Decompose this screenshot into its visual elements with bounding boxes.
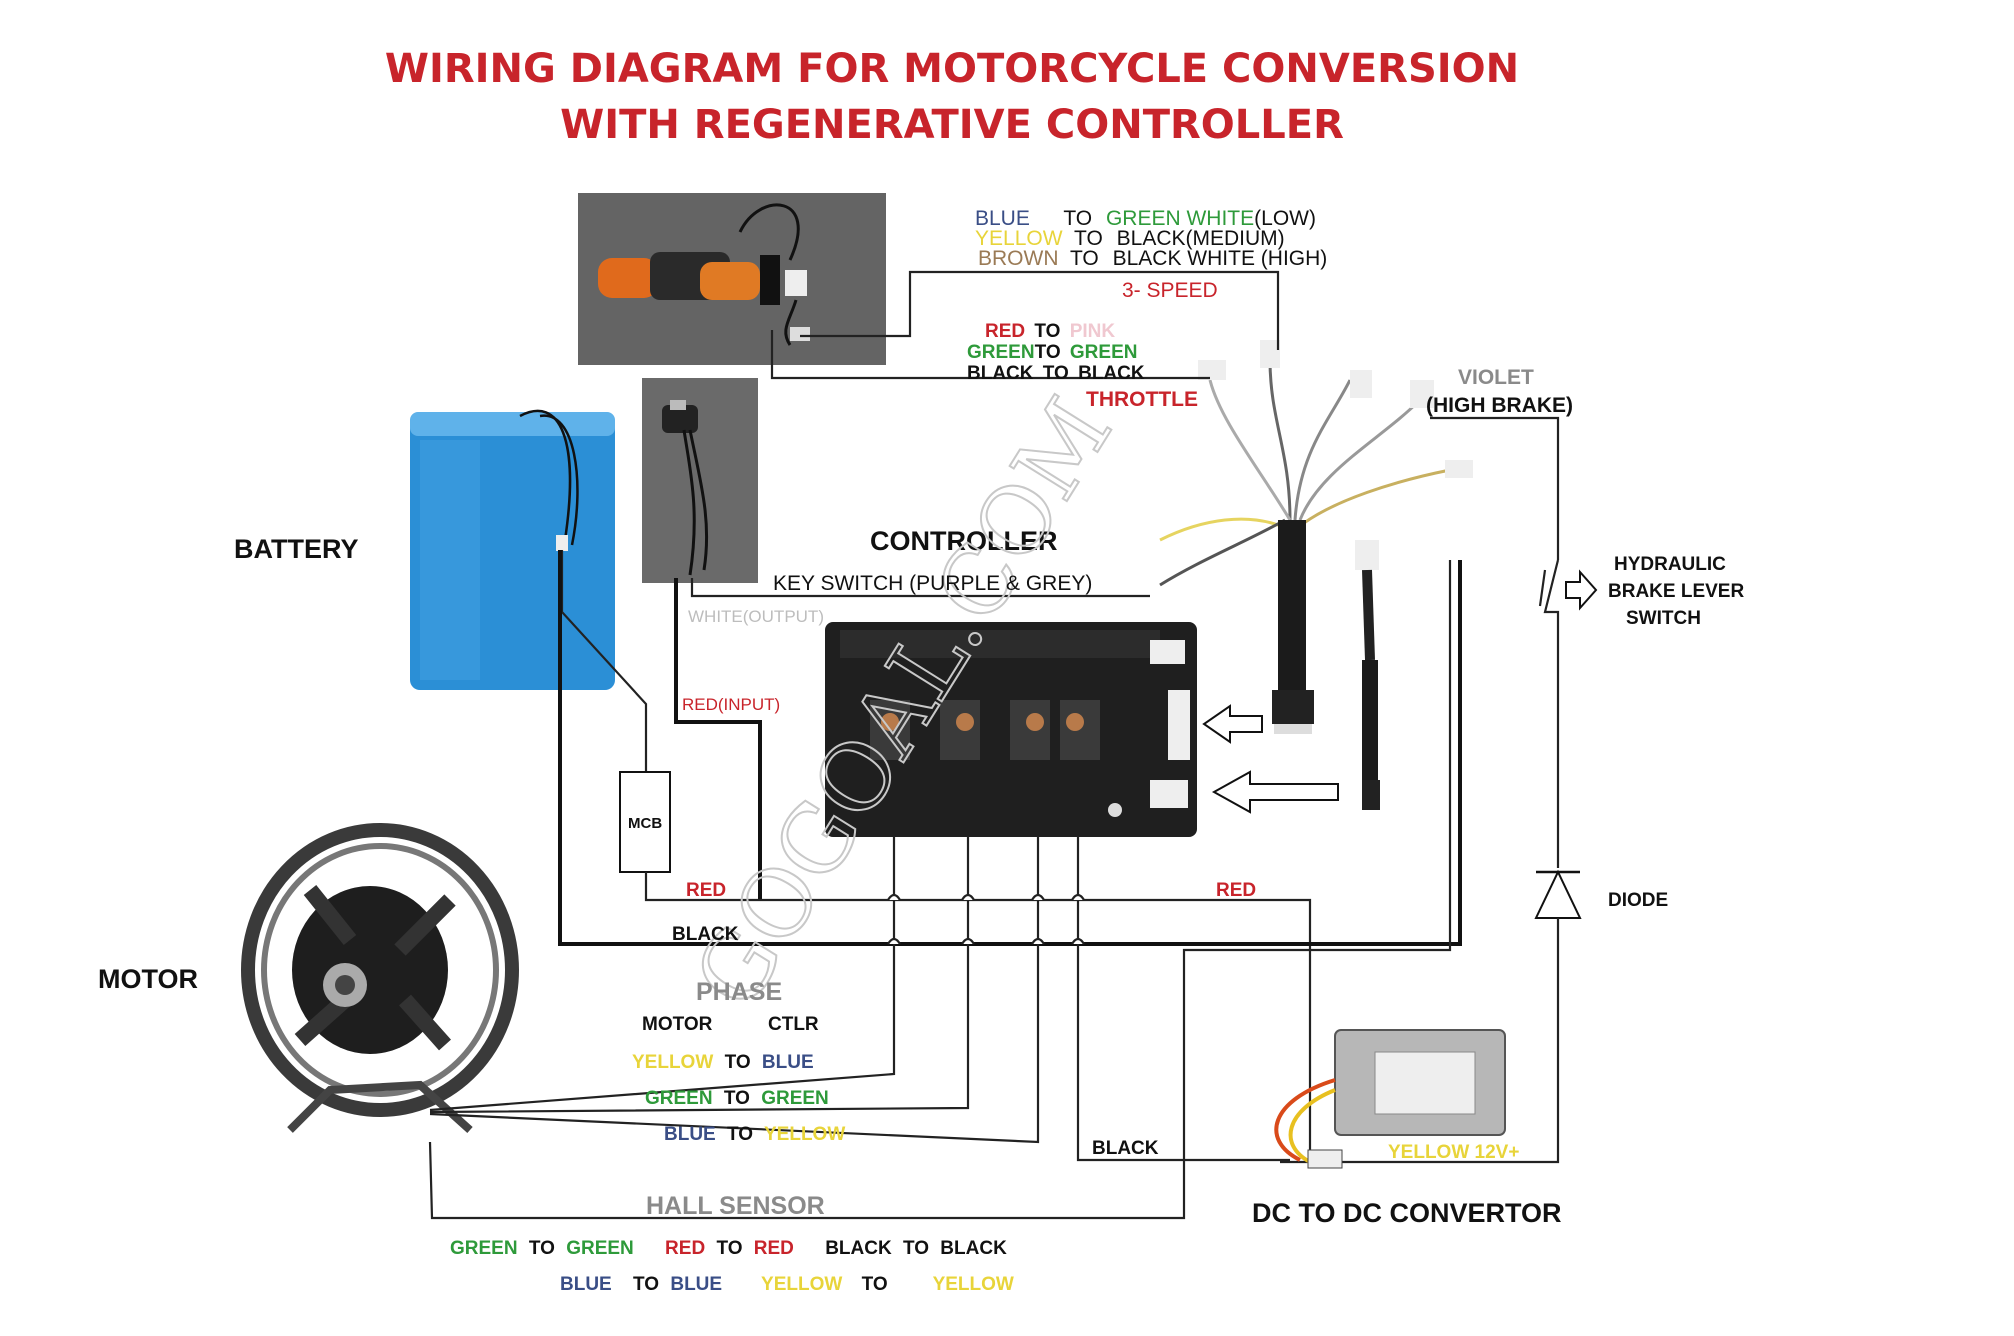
hall-heading: HALL SENSOR [646,1192,825,1220]
diagram-title-line-2: WITH REGENERATIVE CONTROLLER [560,102,1344,148]
white-output-label: WHITE(OUTPUT) [688,607,824,626]
key-switch-photo [642,378,758,583]
throttle-label: THROTTLE [1086,388,1198,411]
wire-harness [1159,340,1473,810]
black-wire-label: BLACK [672,924,739,945]
red-input-label: RED(INPUT) [682,695,780,714]
key-switch-label: KEY SWITCH (PURPLE & GREY) [773,572,1092,595]
controller-box [825,622,1197,837]
phase-row-1: YELLOW TO BLUE [632,1052,814,1073]
throttle-map-green: GREENTO GREEN [967,342,1137,363]
diode-symbol [1534,869,1582,919]
speed-row-medium: YELLOW TO BLACK(MEDIUM) [975,227,1285,250]
three-speed-label: 3- SPEED [1122,279,1218,302]
phase-col-ctlr: CTLR [768,1014,819,1035]
speed-low-from: BLUE [975,207,1030,230]
red-wire-label-left: RED [686,880,726,901]
black-wire-label-bottom: BLACK [1092,1138,1159,1159]
throttle-map-red: RED TO PINK [985,321,1115,342]
hub-motor [241,823,519,1133]
arrow-icon [1202,704,1263,744]
battery-label: BATTERY [234,534,359,564]
dc-convertor-box [1274,1029,1506,1169]
wiring-lines [428,270,1582,1220]
mcb-label: MCB [628,815,662,832]
high-brake-label: (HIGH BRAKE) [1426,394,1573,417]
arrow-right-icon [1565,569,1598,611]
dc-convertor-label: DC TO DC CONVERTOR [1252,1198,1562,1228]
battery-pack [410,409,615,690]
speed-row-low: BLUE TO GREEN WHITE(LOW) [975,207,1316,230]
mcb-box [619,771,671,873]
hydraulic-label-2: BRAKE LEVER [1608,581,1744,602]
arrow-icon [1211,770,1339,814]
violet-label: VIOLET [1458,366,1534,389]
hydraulic-label-1: HYDRAULIC [1614,554,1726,575]
hydraulic-label-3: SWITCH [1626,608,1701,629]
phase-row-2: GREEN TO GREEN [645,1088,829,1109]
motor-label: MOTOR [98,964,198,994]
yellow-12v-label: YELLOW 12V+ [1388,1142,1519,1163]
diagram-title-line-1: WIRING DIAGRAM FOR MOTORCYCLE CONVERSION [385,46,1519,92]
controller-label: CONTROLLER [870,526,1057,556]
throttle-map-black: BLACK TO BLACK [967,363,1145,384]
hall-row-1: GREEN TO GREEN RED TO RED BLACK TO BLACK [450,1238,1007,1259]
hall-row-2: BLUE TO BLUE YELLOW TO YELLOW [560,1274,1014,1295]
phase-heading: PHASE [696,978,782,1006]
speed-row-high: BROWN TO BLACK WHITE (HIGH) [978,247,1327,270]
red-wire-label-right: RED [1216,880,1256,901]
diode-label: DIODE [1608,890,1668,911]
phase-col-motor: MOTOR [642,1014,713,1035]
throttle-photo [578,193,886,365]
phase-row-3: BLUE TO YELLOW [664,1124,845,1145]
